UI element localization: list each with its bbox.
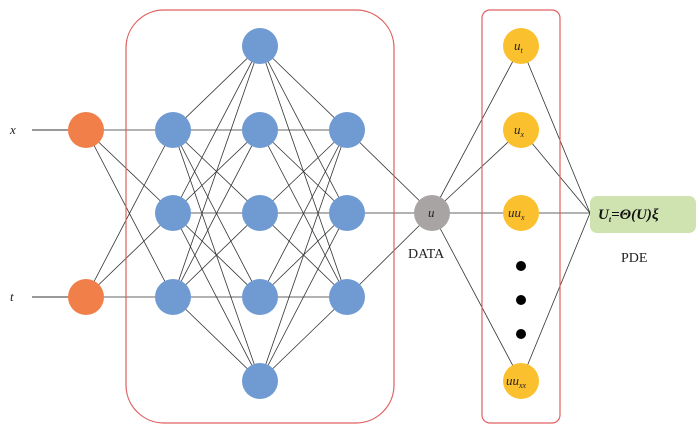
input-layer: x t [9,112,104,315]
ellipsis-dot [516,295,526,305]
network-edge [85,129,174,298]
network-edge [259,45,348,131]
network-edge [85,129,174,214]
network-edge [172,212,261,298]
input-node-t [68,279,104,315]
hidden-node [242,195,278,231]
hidden-node [242,363,278,399]
network-edge [172,45,261,214]
network-edge [172,129,261,298]
library-edge [431,45,522,214]
hidden-node [242,28,278,64]
output-node-group: u DATA [408,195,450,262]
library-terms: ut ux uux uuxx [503,28,539,399]
pde-caption: PDE [621,251,647,266]
network-edge [259,129,348,298]
hidden-layer-2 [242,28,278,399]
network-edge [259,212,348,382]
network-edge [259,129,348,214]
input-label-t: t [10,289,14,304]
pde-group: Ut=Θ(U)ξ PDE [590,196,696,266]
hidden-node [329,195,365,231]
library-node-ux [503,112,539,148]
input-label-x: x [9,122,16,137]
output-label: u [428,205,435,220]
hidden-layers-frame [125,9,395,424]
pde-edge [520,212,591,382]
library-edge [431,212,522,382]
pde-equation: Ut=Θ(U)ξ [598,207,659,224]
network-edge [346,129,433,214]
data-caption: DATA [408,247,445,262]
network-edge [172,296,261,382]
pde-edge [520,45,591,214]
output-node-u [414,195,450,231]
library-term-ux: ux [514,122,525,139]
hidden-node [242,112,278,148]
network-edge [172,45,261,298]
library-term-ut: ut [514,38,524,55]
hidden-layer-3 [329,112,365,315]
library-node-ut [503,28,539,64]
network-edge [172,45,261,131]
library-term-uuxx: uuxx [506,373,527,390]
library-frame [481,9,561,424]
ellipsis-dot [516,329,526,339]
hidden-node [155,195,191,231]
hidden-node [329,279,365,315]
library-node-uux [503,195,539,231]
hidden-layer-1 [155,112,191,315]
library-term-uux: uux [508,205,525,222]
hidden-node [155,112,191,148]
network-edge [85,212,174,298]
hidden-node [155,279,191,315]
hidden-node [329,112,365,148]
network-edge [259,45,348,214]
hidden-node [242,279,278,315]
ellipsis-dot [516,261,526,271]
pde-box [590,196,696,233]
library-edge [431,129,522,214]
input-node-x [68,112,104,148]
network-edge [259,296,348,382]
library-node-uuxx [503,363,539,399]
network-edge [259,129,348,382]
network-edge [346,212,433,298]
